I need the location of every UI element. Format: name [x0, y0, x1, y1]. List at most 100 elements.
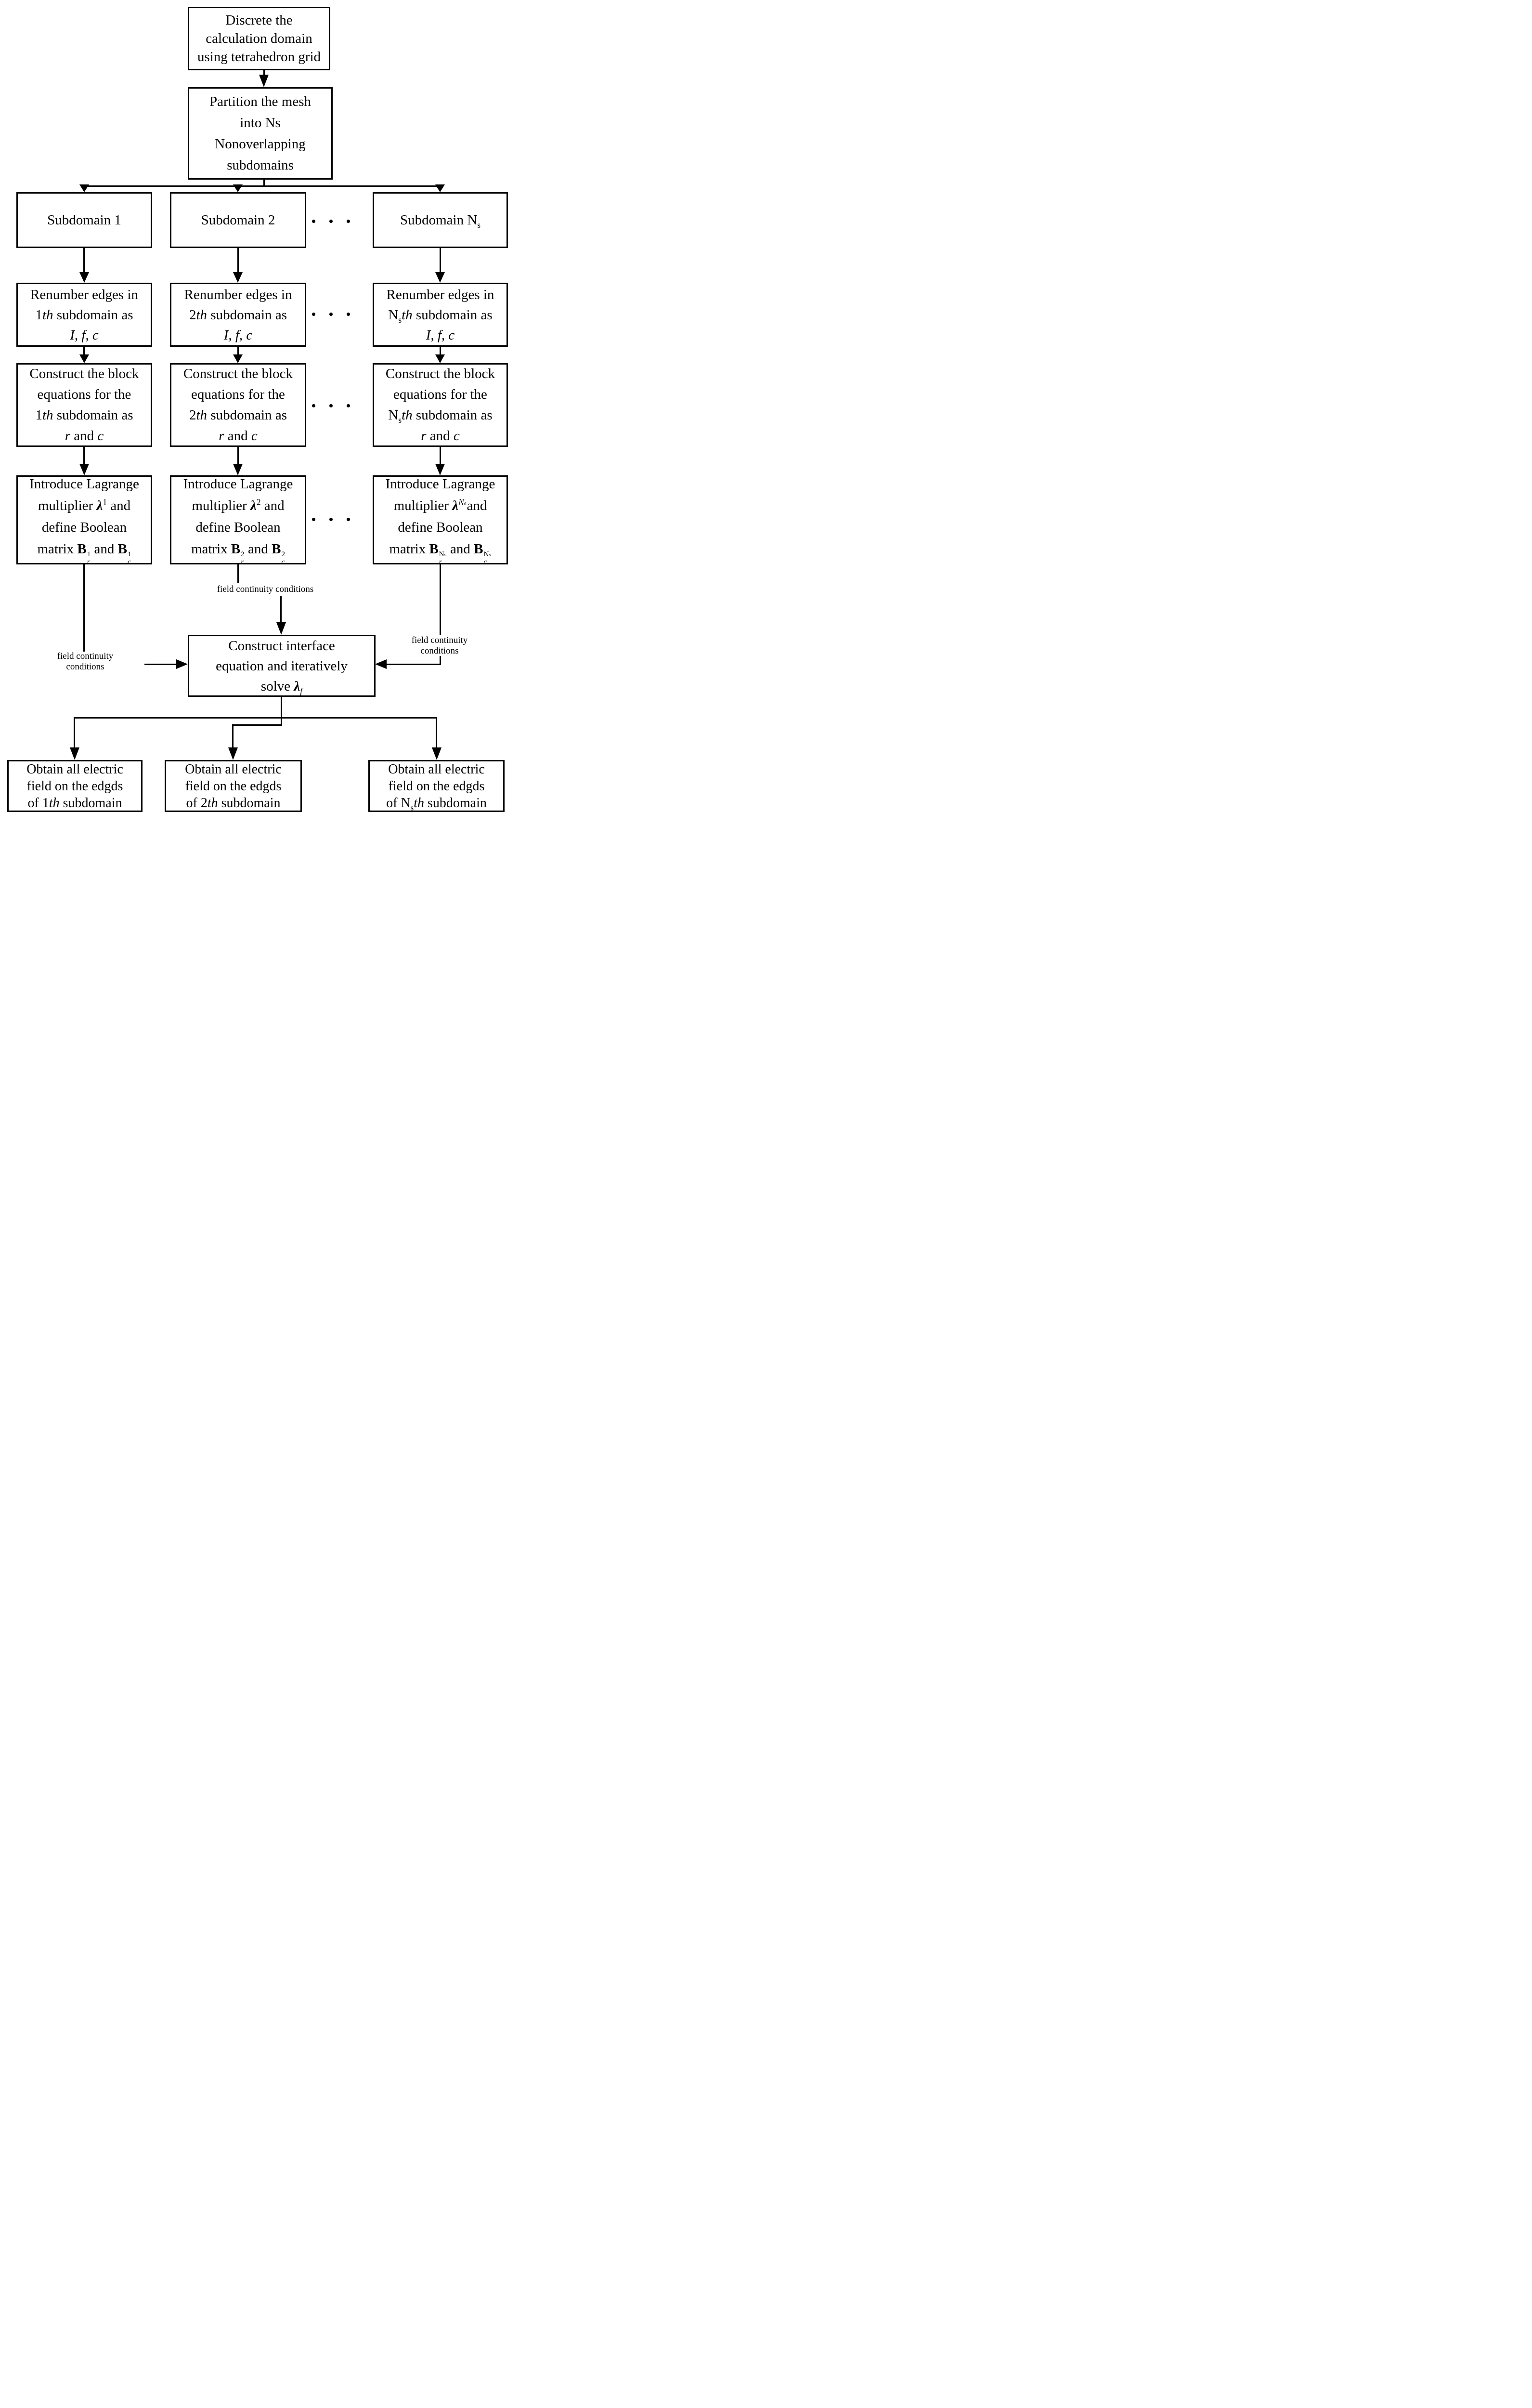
- text-line: r and c: [219, 428, 258, 444]
- text-line: into Ns: [240, 115, 281, 131]
- text-line: using tetrahedron grid: [197, 49, 321, 65]
- connector-lagrange1-down: [83, 564, 85, 652]
- text-line: equations for the: [393, 387, 487, 402]
- flow-box-renumber-2: Renumber edges in 2th subdomain as I, f,…: [170, 283, 306, 347]
- text-line: multiplier λNₛand: [393, 497, 487, 514]
- text-line: Renumber edges in: [386, 287, 494, 302]
- flow-box-subdomain-ns: Subdomain Ns: [373, 192, 508, 248]
- arrow-down-icon: [435, 354, 445, 363]
- connector-block1-lagrange1: [83, 447, 85, 465]
- text-line: solve λf: [260, 678, 303, 696]
- text-line: 2th subdomain as: [189, 407, 287, 423]
- text-line: multiplier λ2 and: [192, 497, 285, 514]
- flow-box-obtain-field-ns: Obtain all electric field on the edgds o…: [368, 760, 505, 812]
- connector-discretize-to-partition: [263, 70, 265, 75]
- connector-renumber1-block1: [83, 347, 85, 355]
- flowchart-canvas: Discrete the calculation domain using te…: [0, 0, 511, 813]
- text-line: field on the edgds: [26, 778, 123, 794]
- text-line: 2th subdomain as: [189, 307, 287, 323]
- connector-sub2-renumber2: [237, 248, 239, 273]
- text-line: Nonoverlapping: [215, 136, 306, 152]
- text-line: Obtain all electric: [185, 761, 282, 777]
- text-line: I, f, c: [70, 327, 99, 343]
- text-line: define Boolean: [195, 520, 281, 536]
- text-line: Nsth subdomain as: [388, 407, 493, 425]
- flow-box-lagrange-1: Introduce Lagrange multiplier λ1 and def…: [16, 475, 152, 566]
- flow-box-discretize: Discrete the calculation domain using te…: [188, 7, 330, 70]
- arrow-down-icon: [435, 272, 445, 283]
- text-line: Introduce Lagrange: [385, 476, 495, 492]
- connector-interface-exit: [281, 697, 282, 726]
- text-line: Discrete the: [225, 13, 293, 28]
- text-line: Construct the block: [385, 366, 495, 381]
- arrow-down-icon: [233, 272, 243, 283]
- connector-renumber2-block2: [237, 347, 239, 355]
- connector-branch-bottom: [74, 717, 437, 719]
- text-line: conditions: [420, 646, 459, 656]
- connector-lagrangens-down: [440, 564, 441, 635]
- text-line: Subdomain 1: [47, 212, 121, 228]
- connector-to-obtain2: [232, 725, 234, 747]
- flow-box-block-equations-2: Construct the block equations for the 2t…: [170, 363, 306, 447]
- connector-blockns-lagrangens: [440, 447, 441, 465]
- text-line: field continuity conditions: [217, 584, 314, 594]
- flow-box-block-equations-1: Construct the block equations for the 1t…: [16, 363, 152, 447]
- text-line: Introduce Lagrange: [29, 476, 139, 492]
- text-line: calculation domain: [206, 31, 312, 46]
- arrow-down-icon: [228, 747, 238, 760]
- arrow-down-icon: [79, 354, 89, 363]
- text-line: r and c: [421, 428, 460, 444]
- connector-left-into-interface: [144, 664, 177, 665]
- arrow-down-icon: [435, 464, 445, 475]
- arrow-down-icon: [79, 184, 89, 192]
- text-line: conditions: [66, 662, 104, 672]
- text-line: Renumber edges in: [30, 287, 138, 302]
- text-line: of Nsth subdomain: [386, 795, 487, 812]
- arrow-down-icon: [79, 464, 89, 475]
- flow-box-lagrange-ns: Introduce Lagrange multiplier λNₛand def…: [373, 475, 508, 566]
- text-line: Construct the block: [29, 366, 139, 381]
- flow-box-subdomain-2: Subdomain 2: [170, 192, 306, 248]
- arrow-down-icon: [432, 747, 441, 760]
- text-line: multiplier λ1 and: [38, 497, 131, 514]
- flow-box-subdomain-1: Subdomain 1: [16, 192, 152, 248]
- label-field-continuity-right: field continuity conditions: [400, 635, 479, 656]
- connector-sub1-renumber1: [83, 248, 85, 273]
- arrow-down-icon: [70, 747, 79, 760]
- ellipsis-dots-row-block: [312, 404, 350, 407]
- text-line: define Boolean: [398, 520, 483, 536]
- arrow-down-icon: [276, 622, 286, 635]
- connector-partition-exit: [263, 180, 265, 186]
- connector-branch-top: [83, 185, 441, 187]
- text-line: Subdomain 2: [201, 212, 275, 228]
- text-line: field continuity: [411, 635, 468, 645]
- flow-box-renumber-1: Renumber edges in 1th subdomain as I, f,…: [16, 283, 152, 347]
- arrow-down-icon: [233, 354, 243, 363]
- connector-subns-renumberns: [440, 248, 441, 273]
- text-line: Obtain all electric: [388, 761, 485, 777]
- arrow-down-icon: [233, 464, 243, 475]
- text-line: of 1th subdomain: [27, 795, 122, 811]
- text-line: Nsth subdomain as: [388, 307, 493, 325]
- connector-right-into-interface: [386, 664, 441, 665]
- text-line: r and c: [65, 428, 104, 444]
- connector-to-obtainns: [436, 718, 437, 747]
- text-line: Construct the block: [183, 366, 293, 381]
- text-line: 1th subdomain as: [35, 407, 133, 423]
- flow-box-partition: Partition the mesh into Ns Nonoverlappin…: [188, 87, 333, 180]
- text-line: I, f, c: [223, 327, 253, 343]
- text-line: subdomains: [227, 157, 294, 173]
- connector-to-obtain1: [74, 718, 75, 747]
- ellipsis-dots-row-lagrange: [312, 518, 350, 521]
- text-line: Construct interface: [228, 638, 335, 654]
- flow-box-block-equations-ns: Construct the block equations for the Ns…: [373, 363, 508, 447]
- flow-box-lagrange-2: Introduce Lagrange multiplier λ2 and def…: [170, 475, 306, 566]
- text-line: define Boolean: [41, 520, 127, 536]
- flow-box-obtain-field-1: Obtain all electric field on the edgds o…: [7, 760, 143, 812]
- arrow-right-icon: [176, 659, 188, 669]
- text-line: Obtain all electric: [26, 761, 123, 777]
- text-line: Renumber edges in: [184, 287, 292, 302]
